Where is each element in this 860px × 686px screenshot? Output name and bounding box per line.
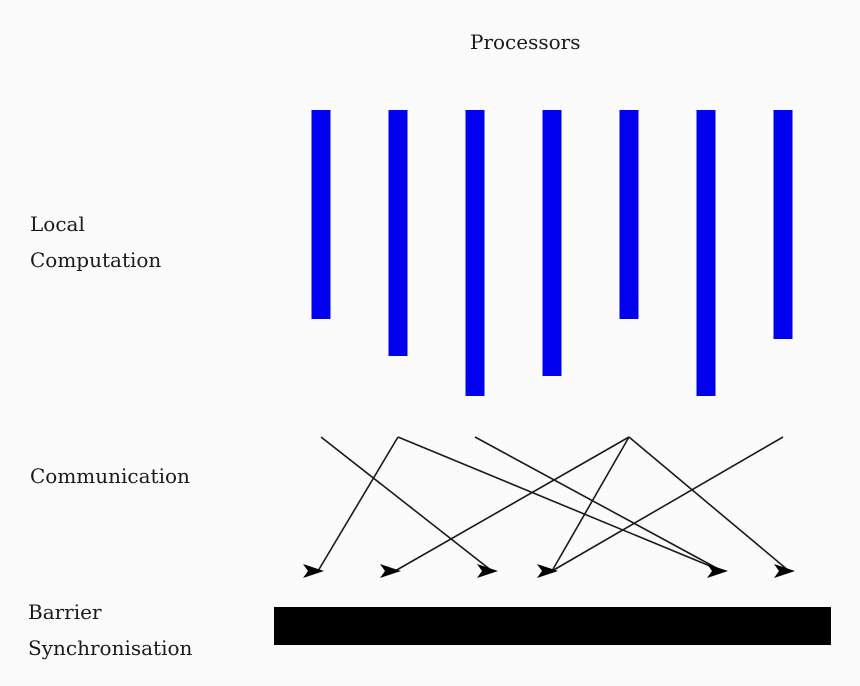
- processor-bars: [311, 110, 793, 396]
- processor-bar-p7: [773, 110, 793, 339]
- processor-bar-p4: [542, 110, 562, 376]
- message-p5-to-p2: [394, 436, 630, 572]
- arrowhead-p7: [774, 564, 795, 578]
- message-p5-to-p7: [628, 436, 790, 572]
- arrowhead-p3: [477, 564, 498, 578]
- processor-bar-p3: [465, 110, 485, 396]
- message-p2-to-p6: [397, 436, 723, 572]
- processor-bar-p6: [696, 110, 716, 396]
- message-arrows: [317, 436, 790, 572]
- processor-bar-p1: [311, 110, 331, 319]
- message-p1-to-p3: [320, 436, 493, 572]
- arrowhead-p4: [537, 564, 558, 578]
- local-computation-label: Local Computation: [30, 212, 162, 272]
- arrowhead-p6: [707, 564, 728, 578]
- message-p5-to-p4: [551, 436, 630, 572]
- communication-label: Communication: [30, 464, 190, 488]
- arrowhead-p1: [303, 564, 324, 578]
- arrowhead-p2: [380, 564, 401, 578]
- processor-bar-p2: [388, 110, 408, 356]
- processor-bar-p5: [619, 110, 639, 319]
- processors-title: Processors: [470, 30, 581, 54]
- barrier-synchronisation-label: Barrier Synchronisation: [28, 600, 193, 660]
- message-p2-to-p1: [317, 436, 399, 572]
- message-p7-to-p4: [551, 436, 784, 572]
- arrowheads: [303, 564, 795, 578]
- barrier-bar: [274, 607, 831, 645]
- message-p3-to-p6: [474, 436, 723, 572]
